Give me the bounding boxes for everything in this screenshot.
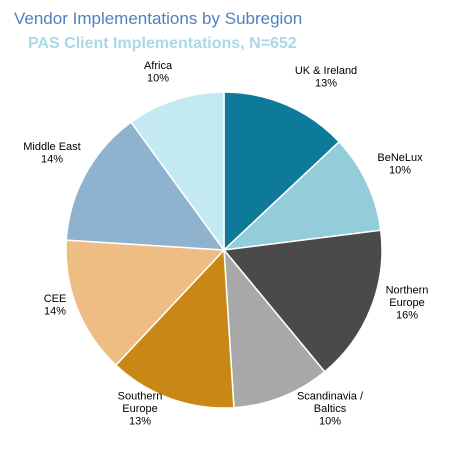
pie-slice-scandinavia-baltics (223, 247, 326, 409)
pie-slices (65, 91, 383, 409)
pie-slice-africa (130, 91, 225, 253)
chart-subtitle: PAS Client Implementations, N=652 (28, 35, 297, 52)
pie-slice-southern-europe (114, 248, 235, 409)
chart-title: Vendor Implementations by Subregion (14, 9, 303, 28)
pie-slice-middle-east (65, 121, 226, 251)
pie-slice-uk-ireland (223, 91, 341, 252)
pie-slice-benelux (221, 140, 382, 252)
pie-slice-cee (65, 239, 226, 367)
pie-slice-northern-europe (222, 229, 383, 373)
